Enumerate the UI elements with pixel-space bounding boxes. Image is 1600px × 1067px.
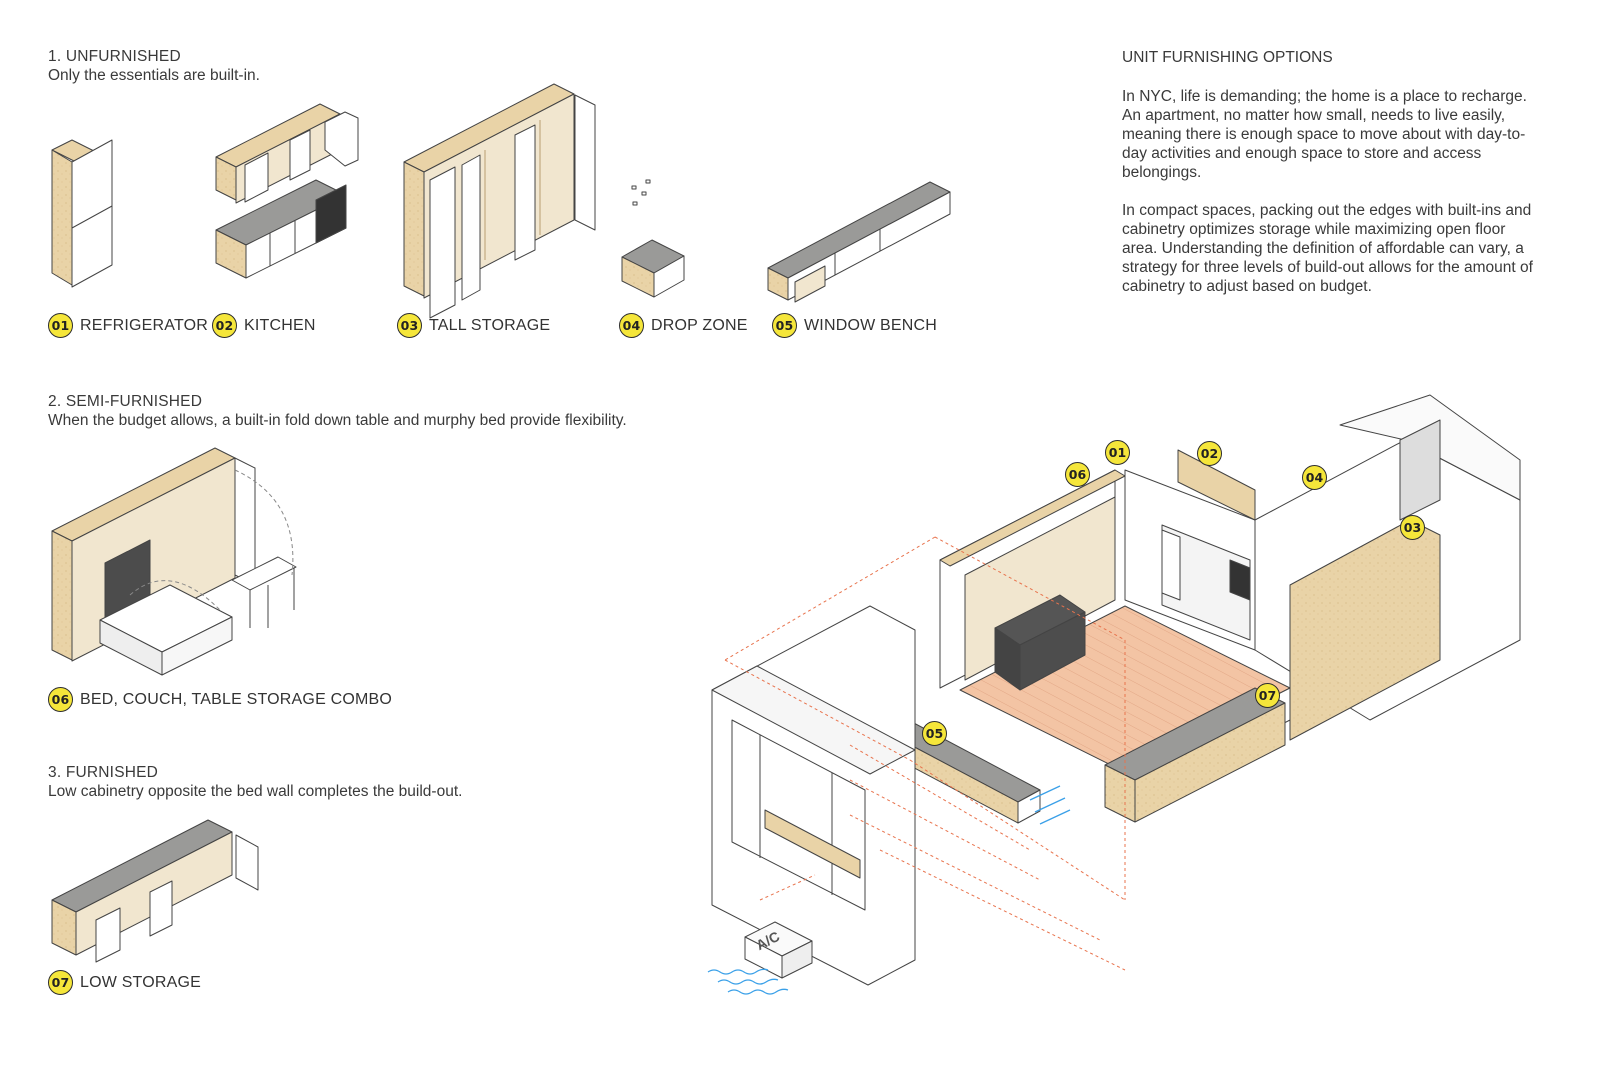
apartment-axonometric [711, 394, 1521, 986]
diagram-badge-07: 07 [1255, 683, 1280, 708]
item-label-07: 07 LOW STORAGE [48, 970, 201, 995]
tall-storage-drawing [403, 83, 596, 319]
item-label-text: WINDOW BENCH [804, 316, 938, 334]
badge-03: 03 [397, 313, 422, 338]
refrigerator-drawing [51, 139, 113, 288]
diagram-badge-02: 02 [1197, 441, 1222, 466]
item-label-text: TALL STORAGE [429, 316, 551, 334]
item-label-04: 04 DROP ZONE [619, 313, 748, 338]
airflow-arrows [707, 785, 1071, 995]
options-paragraph-1: In NYC, life is demanding; the home is a… [1122, 88, 1527, 181]
badge-04: 04 [619, 313, 644, 338]
section-2-subtitle: When the budget allows, a built-in fold … [48, 412, 627, 429]
item-label-01: 01 REFRIGERATOR [48, 313, 208, 338]
section-1-title: 1. UNFURNISHED [48, 48, 181, 65]
item-label-05: 05 WINDOW BENCH [772, 313, 937, 338]
kitchen-drawing [215, 103, 359, 279]
options-paragraph-2: In compact spaces, packing out the edges… [1122, 202, 1533, 295]
badge-01: 01 [48, 313, 73, 338]
item-label-text: KITCHEN [244, 316, 316, 334]
badge-05: 05 [772, 313, 797, 338]
item-label-02: 02 KITCHEN [212, 313, 316, 338]
badge-02: 02 [212, 313, 237, 338]
item-label-text: REFRIGERATOR [80, 316, 209, 334]
diagram-badge-01: 01 [1105, 440, 1130, 465]
drop-zone-drawing [621, 179, 685, 298]
diagram-badge-04: 04 [1302, 465, 1327, 490]
item-label-text: BED, COUCH, TABLE STORAGE COMBO [80, 690, 393, 708]
section-3-title: 3. FURNISHED [48, 764, 159, 781]
item-label-06: 06 BED, COUCH, TABLE STORAGE COMBO [48, 687, 392, 712]
item-label-text: LOW STORAGE [80, 973, 202, 991]
item-label-03: 03 TALL STORAGE [397, 313, 550, 338]
section-2-title: 2. SEMI-FURNISHED [48, 393, 203, 410]
diagram-badge-06: 06 [1065, 462, 1090, 487]
diagram-badge-05: 05 [922, 721, 947, 746]
low-storage-drawing [51, 819, 259, 963]
bed-combo-drawing [51, 447, 297, 676]
diagram-badge-03: 03 [1400, 515, 1425, 540]
section-3-subtitle: Low cabinetry opposite the bed wall comp… [48, 783, 463, 800]
item-label-text: DROP ZONE [651, 316, 748, 334]
badge-07: 07 [48, 970, 73, 995]
options-title: UNIT FURNISHING OPTIONS [1122, 49, 1333, 66]
badge-06: 06 [48, 687, 73, 712]
window-bench-drawing [767, 181, 951, 303]
furnishing-options-text: UNIT FURNISHING OPTIONS In NYC, life is … [1122, 48, 1542, 315]
section-1-subtitle: Only the essentials are built-in. [48, 67, 260, 84]
projection-lines [724, 536, 1126, 971]
